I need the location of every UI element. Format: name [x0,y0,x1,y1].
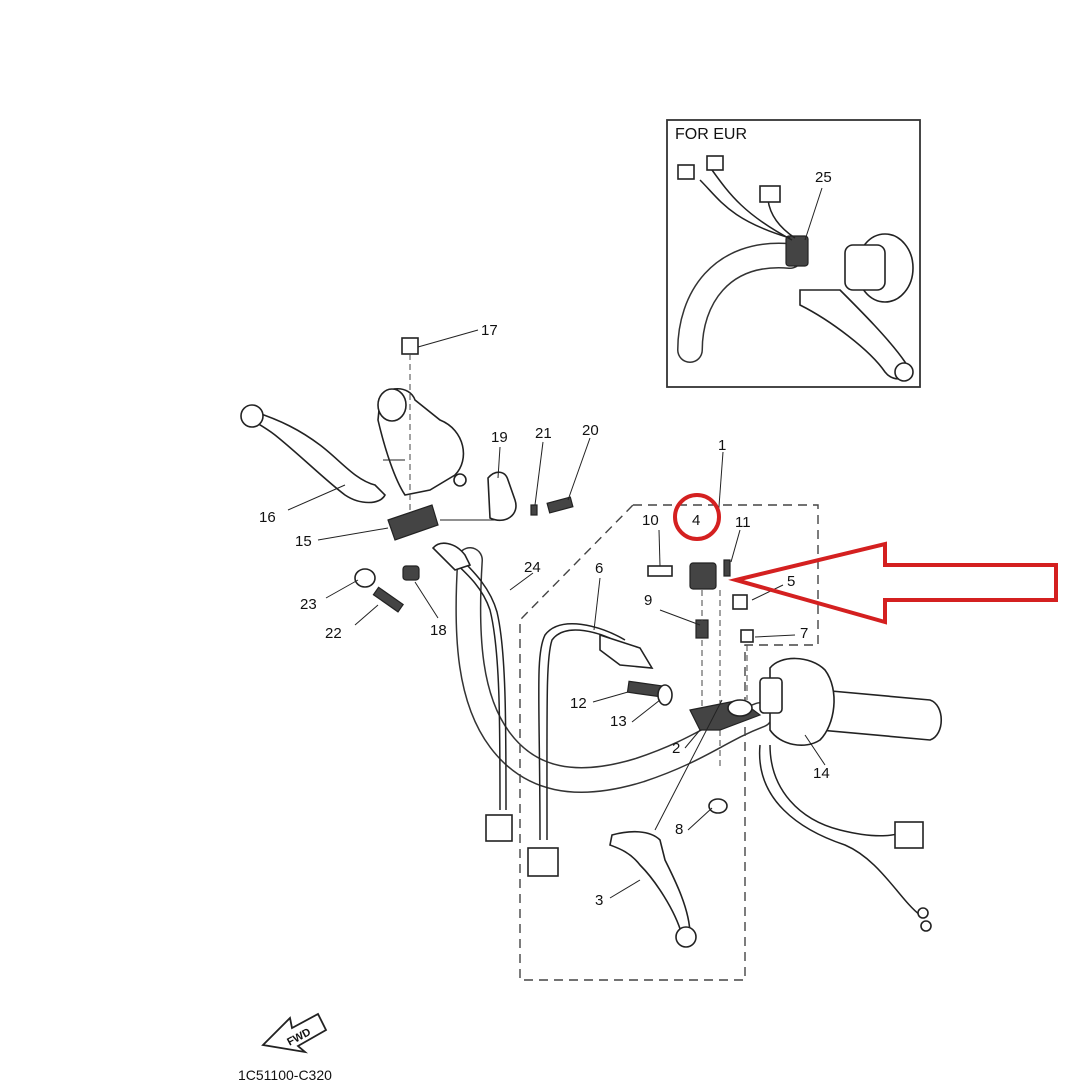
catalog-code: 1C51100-C320 [238,1067,332,1083]
label-13: 13 [610,713,627,730]
label-10: 10 [642,512,659,529]
washer-8 [708,798,728,814]
label-21: 21 [535,425,552,442]
label-9: 9 [644,592,652,609]
bolt-17 [401,337,419,355]
label-18: 18 [430,622,447,639]
pin-11 [723,559,731,577]
bolt-20 [546,496,574,514]
right-assembly [527,559,943,948]
eur-inset: FOR EUR 25 [666,119,921,388]
label-20: 20 [582,422,599,439]
label-22: 22 [325,625,342,642]
connector-6 [527,847,559,877]
label-11: 11 [735,514,751,531]
connector-24 [485,814,513,842]
harness-connector [894,821,924,849]
washer-23 [354,568,376,588]
label-2: 2 [672,740,680,757]
nut-18 [402,565,420,581]
highlight-annotation [673,493,1058,625]
label-3: 3 [595,892,603,909]
label-7: 7 [800,625,808,642]
eur-connector-b [706,155,724,171]
eur-inset-title: FOR EUR [675,126,747,143]
eur-clutch-switch [785,235,809,267]
label-17: 17 [481,322,498,339]
label-23: 23 [300,596,317,613]
part-labels: 1 2 3 4 5 6 7 8 9 10 11 12 13 14 15 16 1… [259,322,830,909]
clutch-lever [609,830,691,936]
label-6: 6 [595,560,603,577]
clutch-switch-body [599,633,654,669]
label-1: 1 [718,437,726,454]
lever-bracket [387,504,439,541]
eur-connector-c [759,185,781,203]
eur-wire-a [699,179,791,239]
bolt-7 [740,629,754,643]
label-25: 25 [815,169,832,186]
highlight-circle [673,493,721,541]
handlebar [455,547,773,793]
left-assembly [240,337,574,842]
brake-lever [243,411,386,504]
grip-14 [819,689,943,741]
switch-block-4 [689,562,717,590]
harness-a [769,744,906,837]
fwd-indicator: FWD [261,1012,328,1054]
label-19: 19 [491,429,508,446]
label-4: 4 [692,512,700,529]
fwd-arrow-icon [261,1012,328,1054]
leader-lines [287,329,826,899]
eur-connector-a [677,164,695,180]
bolt-22 [372,586,404,613]
screw-5 [732,594,748,610]
screw-10 [647,565,673,577]
label-15: 15 [295,533,312,550]
switch-housing-14 [769,657,835,746]
label-24: 24 [524,559,541,576]
highlight-arrow [728,541,1058,625]
label-5: 5 [787,573,795,590]
label-8: 8 [675,821,683,838]
cable-6 [538,623,626,841]
label-12: 12 [570,695,587,712]
holder-19 [487,471,517,522]
washer-21 [530,504,538,516]
washer-13 [657,684,673,706]
label-14: 14 [813,765,830,782]
label-16: 16 [259,509,276,526]
